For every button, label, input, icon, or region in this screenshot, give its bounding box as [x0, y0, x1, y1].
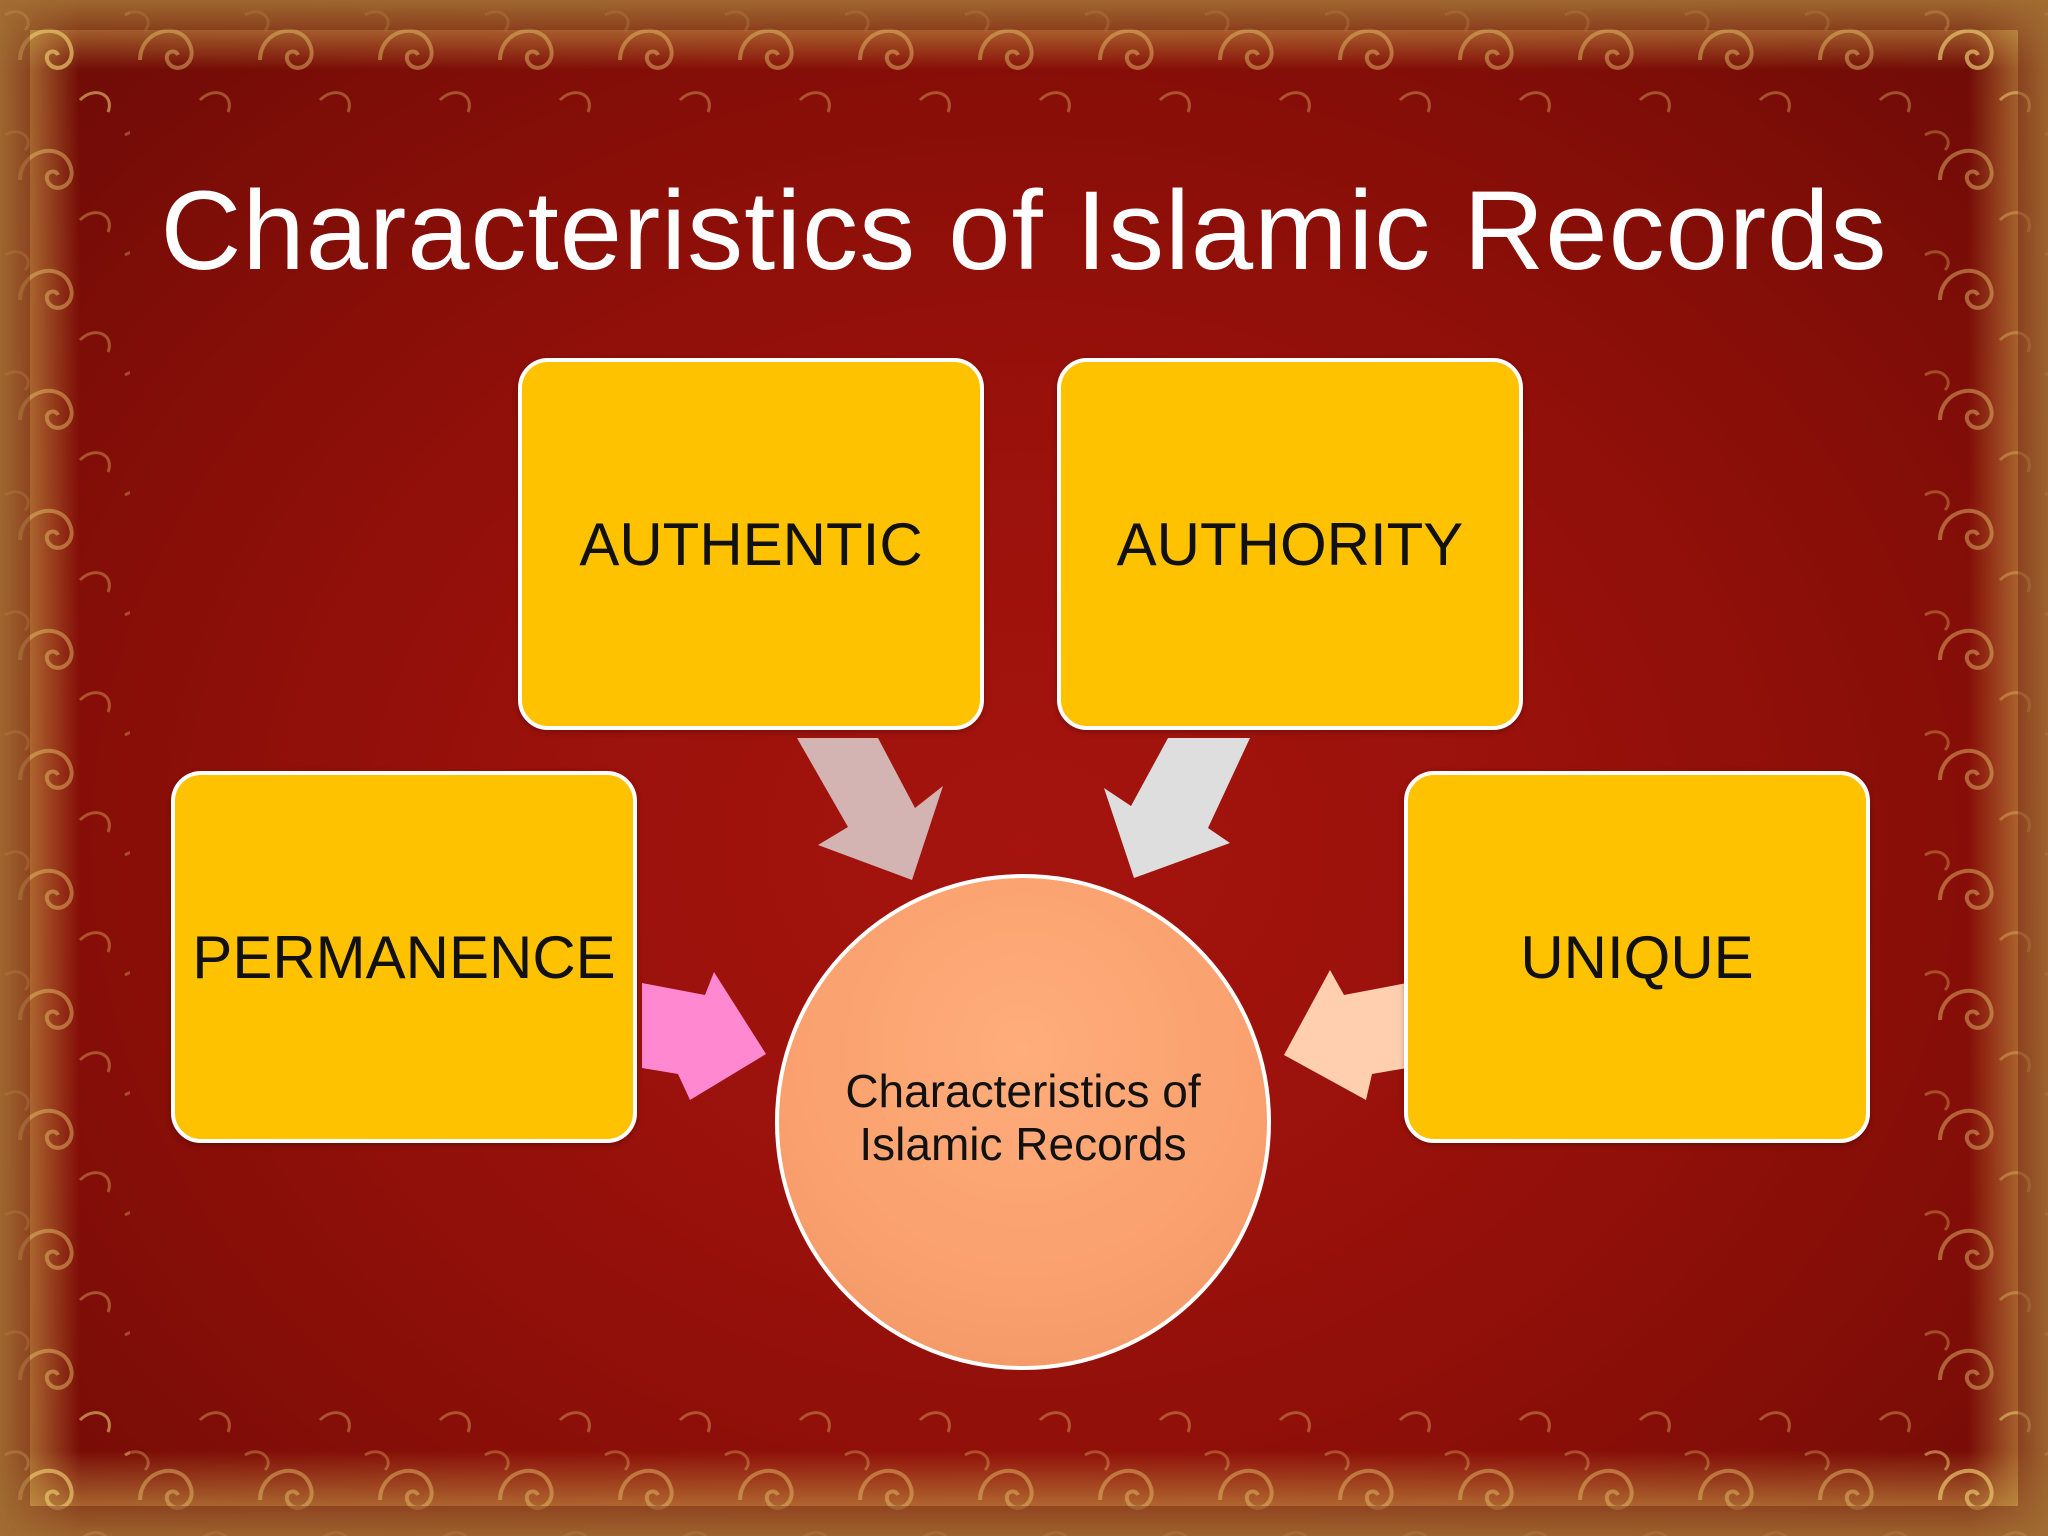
arrow-authentic: [797, 738, 943, 880]
arrow-permanence: [642, 972, 766, 1100]
node-unique: UNIQUE: [1404, 771, 1870, 1143]
node-permanence: PERMANENCE: [171, 771, 637, 1143]
slide-title: Characteristics of Islamic Records: [160, 168, 1888, 293]
node-authentic: AUTHENTIC: [518, 358, 984, 730]
node-authority: AUTHORITY: [1057, 358, 1523, 730]
center-node: Characteristics of Islamic Records: [775, 874, 1271, 1370]
center-node-label: Characteristics of Islamic Records: [845, 1065, 1201, 1170]
arrow-authority: [1104, 738, 1250, 878]
arrow-unique: [1284, 970, 1407, 1100]
